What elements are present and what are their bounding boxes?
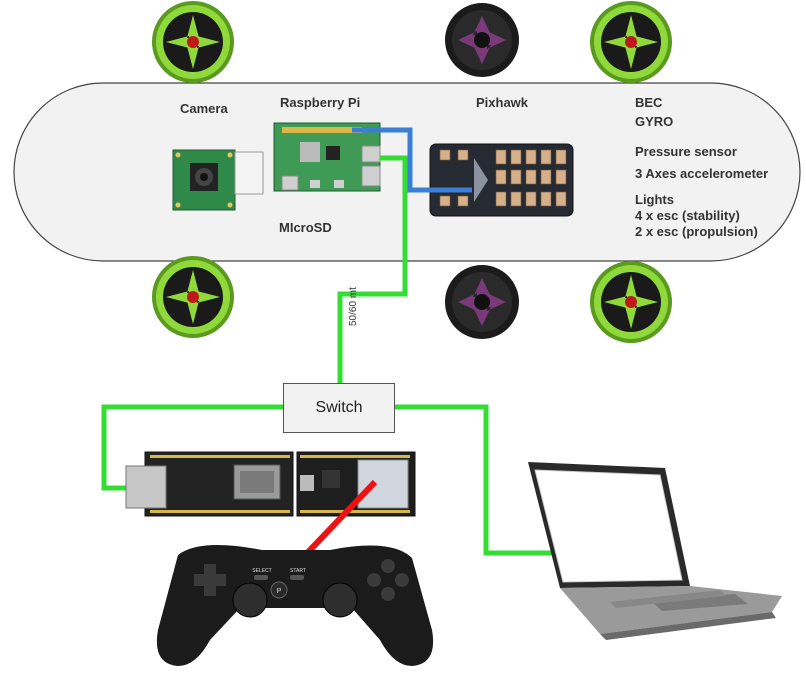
controller-start-label: START bbox=[290, 568, 306, 574]
usb-cable bbox=[352, 127, 472, 193]
accelerometer-label: 3 Axes accelerometer bbox=[635, 166, 769, 181]
pressure-sensor-label: Pressure sensor bbox=[635, 144, 737, 159]
pixhawk-label: Pixhawk bbox=[476, 95, 529, 110]
network-switch: Switch bbox=[283, 383, 395, 433]
game-controller: SELECT START P bbox=[156, 545, 434, 666]
controller-dpad bbox=[194, 564, 226, 596]
camera-module bbox=[172, 149, 264, 211]
thruster-bottom-left bbox=[152, 256, 234, 338]
controller-right-stick bbox=[322, 582, 358, 618]
thruster-top-right bbox=[590, 1, 672, 83]
pixhawk-board bbox=[429, 143, 574, 217]
controller-left-stick bbox=[232, 582, 268, 618]
ethernet-cable-rpi-switch bbox=[337, 155, 408, 383]
camera-label: Camera bbox=[180, 101, 228, 116]
controller-select-label: SELECT bbox=[252, 568, 271, 574]
cable-length-label: 50/60 mt bbox=[348, 287, 359, 326]
ethernet-cable-switch-esp32 bbox=[101, 404, 283, 491]
thruster-top-left bbox=[152, 1, 234, 83]
raspberry-pi-label: Raspberry Pi bbox=[280, 95, 361, 110]
raspberry-pi-board bbox=[273, 122, 381, 192]
thruster-top-center bbox=[445, 3, 519, 77]
gyro-label: GYRO bbox=[635, 114, 674, 129]
esc-propulsion-label: 2 x esc (propulsion) bbox=[635, 224, 758, 239]
ethernet-cable-switch-laptop bbox=[393, 404, 574, 556]
bec-label: BEC bbox=[635, 95, 663, 110]
microsd-label: MIcroSD bbox=[279, 220, 332, 235]
esc-stability-label: 4 x esc (stability) bbox=[635, 208, 740, 223]
controller-p-label: P bbox=[277, 588, 282, 595]
switch-label: Switch bbox=[315, 399, 363, 416]
lights-label: Lights bbox=[635, 192, 674, 207]
thruster-bottom-center bbox=[445, 265, 519, 339]
esp32-ethernet-board bbox=[125, 451, 294, 517]
thruster-bottom-right bbox=[590, 261, 672, 343]
esp32-devkit-board bbox=[296, 451, 416, 517]
laptop bbox=[528, 462, 782, 640]
